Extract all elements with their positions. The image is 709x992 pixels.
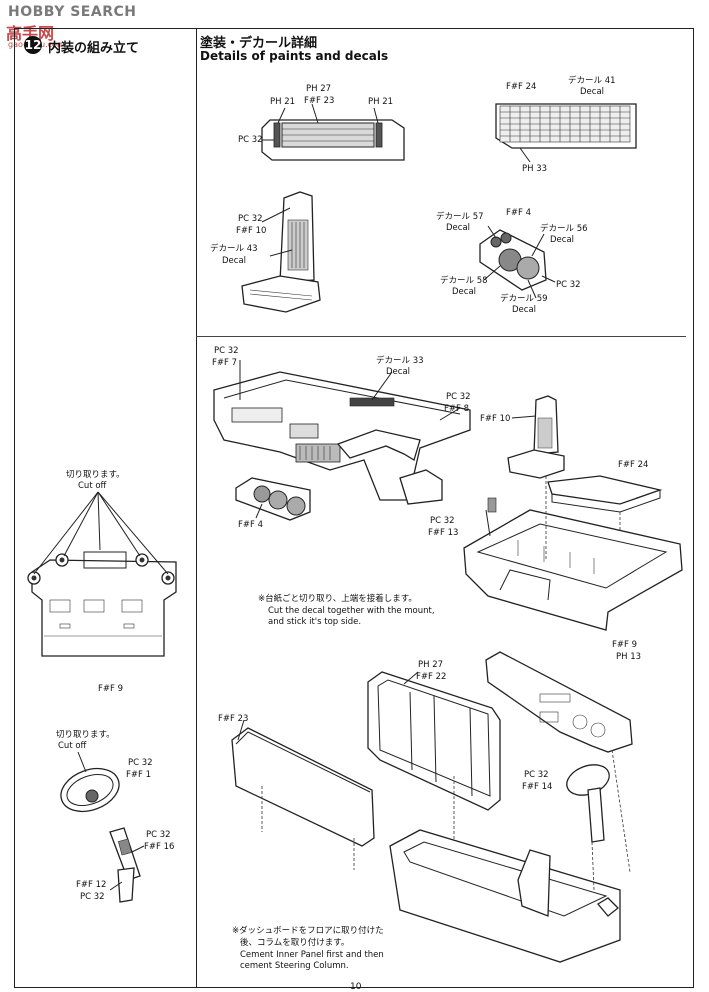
label-ff-4-cluster: F#F 4	[506, 208, 532, 218]
label-pc-32-dash-right: PC 32	[446, 392, 471, 402]
details-title-ja: 塗装・デカール詳細	[200, 36, 318, 51]
label-pc-32-wheel: PC 32	[128, 758, 153, 768]
bed-panel-illustration	[547, 475, 663, 580]
label-decal-56-en: Decal	[550, 235, 575, 245]
note-decal-mount-en2: and stick it's top side.	[268, 617, 362, 627]
label-ph-21-left: PH 21	[270, 97, 296, 107]
label-cutoff-ja-wheel: 切り取ります。	[56, 730, 115, 740]
seat-illustration	[241, 191, 321, 313]
label-pc-32-column: PC 32	[146, 830, 171, 840]
note-decal-mount-ja: ※台紙ごと切り取り、上端を接着します。	[258, 594, 417, 604]
label-ff-10-seat: F#F 10	[236, 226, 267, 236]
label-pc-32-dash: PC 32	[214, 346, 239, 356]
label-decal-33-ja: デカール 33	[376, 356, 424, 366]
floor-illustration	[463, 476, 683, 631]
label-ph-21-right: PH 21	[368, 97, 394, 107]
label-ff-16-column: F#F 16	[144, 842, 175, 852]
label-pc-32-steering: PC 32	[524, 770, 549, 780]
label-cutoff-en-panel: Cut off	[78, 481, 107, 491]
page-frame	[14, 28, 694, 988]
label-ff-4-small-cluster: F#F 4	[238, 520, 264, 530]
label-ff-1-wheel: F#F 1	[126, 770, 152, 780]
label-ff-9-panel: F#F 9	[98, 684, 124, 694]
label-ff-14-steering: F#F 14	[522, 782, 553, 792]
floor-bottom-illustration	[389, 749, 631, 963]
seat-mid-illustration	[507, 395, 565, 479]
label-ff-10-seat-mid: F#F 10	[480, 414, 511, 424]
label-cutoff-ja-panel: 切り取ります。	[66, 470, 125, 480]
label-decal-58-en: Decal	[452, 287, 477, 297]
seat-back-panel-illustration	[231, 719, 375, 870]
column-divider	[196, 28, 197, 988]
label-pc-32-seat: PC 32	[238, 214, 263, 224]
label-decal-41-ja: デカール 41	[568, 76, 616, 86]
page-number: 10	[350, 982, 362, 992]
label-ff-24-bed: F#F 24	[618, 460, 649, 470]
label-decal-43-en: Decal	[222, 256, 247, 266]
label-ph-27-frame: PH 27	[418, 660, 444, 670]
label-decal-43-ja: デカール 43	[210, 244, 258, 254]
steering-illustration	[60, 751, 145, 903]
label-decal-41-en: Decal	[580, 87, 605, 97]
dashboard-bottom-illustration	[485, 651, 633, 753]
label-ph-13-floor: PH 13	[616, 652, 642, 662]
cutoff-panel-illustration	[27, 491, 177, 657]
note-dash-column-en2: cement Steering Column.	[240, 961, 349, 971]
label-ph-33-grid: PH 33	[522, 164, 548, 174]
rear-panel-illustration	[261, 103, 405, 161]
step-title: 内装の組み立て	[48, 41, 140, 56]
details-title-en: Details of paints and decals	[200, 49, 389, 63]
grid-decal-illustration	[495, 103, 637, 163]
note-dash-column-en1: Cement Inner Panel first and then	[240, 950, 384, 960]
label-pc-32-lever: PC 32	[430, 516, 455, 526]
label-decal-57-ja: デカール 57	[436, 212, 484, 222]
gauge-cluster-illustration	[479, 225, 556, 299]
small-cluster-illustration	[235, 477, 311, 521]
label-decal-59-en: Decal	[512, 305, 537, 315]
label-ff-7-dash: F#F 7	[212, 358, 238, 368]
label-pc-32-panel: PC 32	[238, 135, 263, 145]
label-pc-32-column-base: PC 32	[80, 892, 105, 902]
label-ff-8-dash: F#F 8	[444, 404, 470, 414]
watermark-brand: HOBBY SEARCH	[8, 4, 137, 20]
label-decal-57-en: Decal	[446, 223, 471, 233]
rear-frame-illustration	[367, 671, 501, 846]
label-decal-58-ja: デカール 58	[440, 276, 488, 286]
dashboard-illustration	[213, 360, 471, 505]
label-ff-24-grid: F#F 24	[506, 82, 537, 92]
label-ff-23-panel: F#F 23	[304, 96, 335, 106]
label-ff-13-lever: F#F 13	[428, 528, 459, 538]
section-divider	[196, 336, 686, 337]
note-dash-column-ja1: ※ダッシュボードをフロアに取り付けた	[232, 926, 384, 936]
step-number-badge: 12	[24, 36, 42, 54]
label-ff-22-frame: F#F 22	[416, 672, 447, 682]
label-ff-9-floor: F#F 9	[612, 640, 638, 650]
label-decal-56-ja: デカール 56	[540, 224, 588, 234]
note-decal-mount-en1: Cut the decal together with the mount,	[268, 606, 435, 616]
label-ff-23-back: F#F 23	[218, 714, 249, 724]
note-dash-column-ja2: 後、コラムを取り付けます。	[240, 938, 350, 948]
label-decal-33-en: Decal	[386, 367, 411, 377]
label-pc-32-cluster: PC 32	[556, 280, 581, 290]
label-ff-12-column: F#F 12	[76, 880, 107, 890]
label-cutoff-en-wheel: Cut off	[58, 741, 87, 751]
label-ph-27-top: PH 27	[306, 84, 332, 94]
label-decal-59-ja: デカール 59	[500, 294, 548, 304]
